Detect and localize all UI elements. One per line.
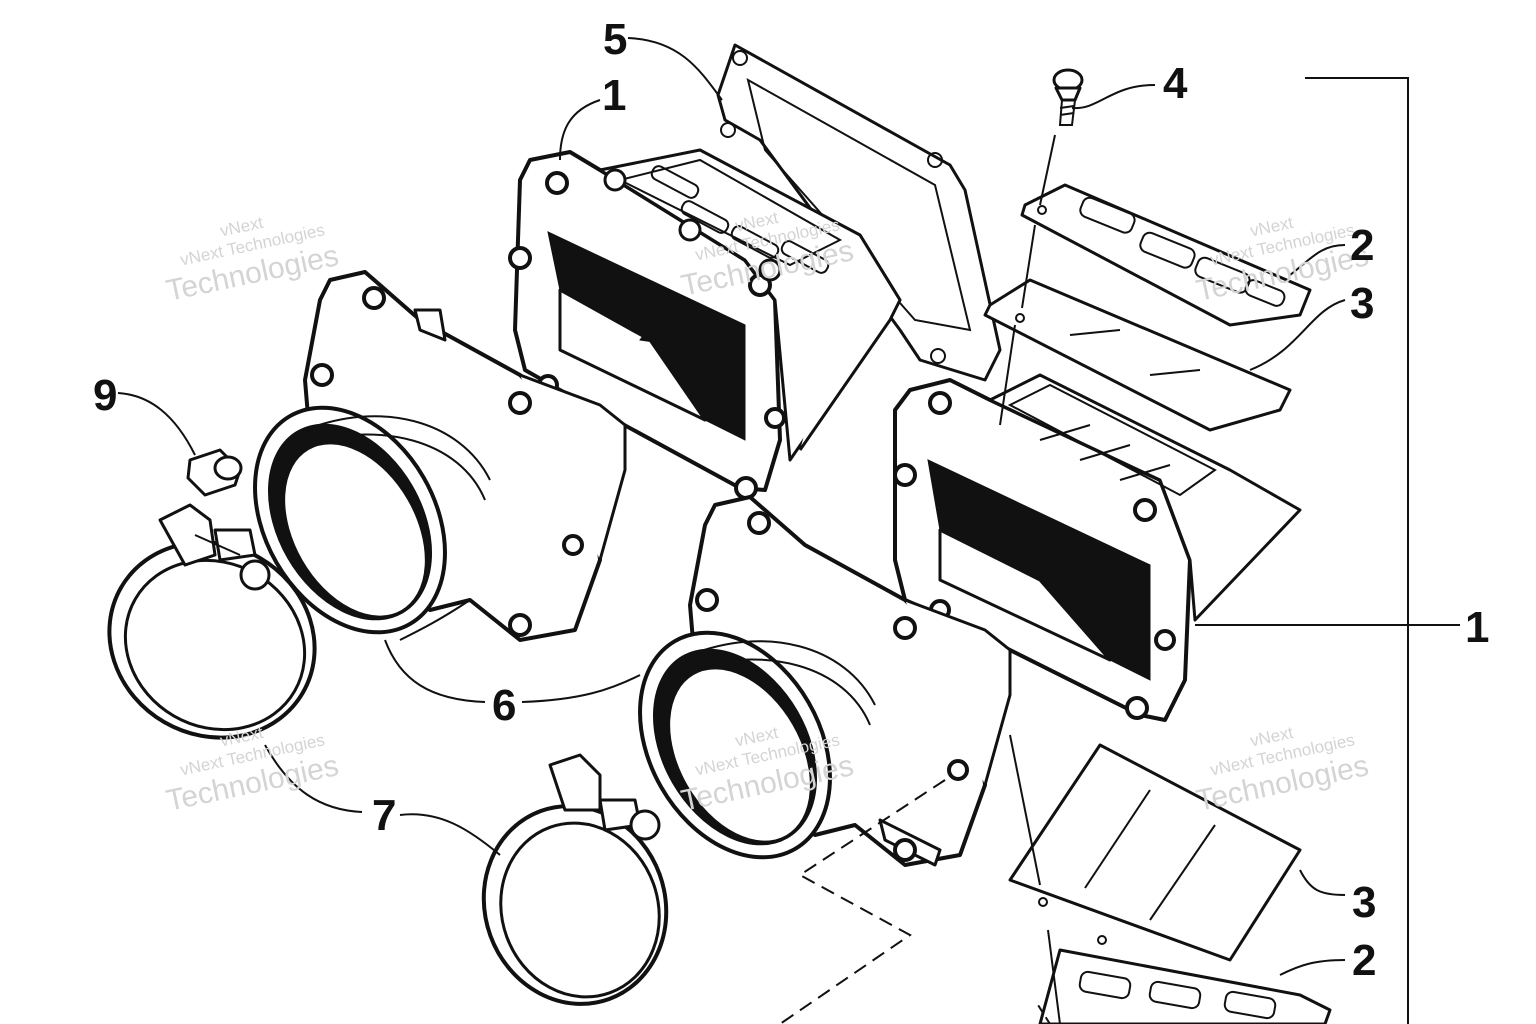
intake-flange-left-part-6 <box>253 270 627 642</box>
reed-block-upper <box>508 148 902 500</box>
screw-part-4 <box>1052 68 1084 126</box>
leader-lines <box>117 37 1460 1024</box>
reed-stopper-upper-part-3 <box>983 278 1292 432</box>
callout-9: 9 <box>93 371 117 420</box>
watermark: vNext vNext Technologies Technologies <box>1193 213 1371 308</box>
callout-5: 5 <box>603 15 627 64</box>
callout-7: 7 <box>372 791 396 840</box>
callout-1-right: 1 <box>1465 603 1489 652</box>
callout-4: 4 <box>1163 59 1188 108</box>
callout-1-top: 1 <box>602 71 626 120</box>
callout-3-top: 3 <box>1350 279 1374 328</box>
intake-flange-lower-part-6 <box>638 495 1012 867</box>
callout-2-top: 2 <box>1350 221 1374 270</box>
watermark: vNext vNext Technologies Technologies <box>163 213 341 308</box>
watermark: vNext vNext Technologies Technologies <box>1193 723 1371 818</box>
callout-3-bottom: 3 <box>1352 878 1376 927</box>
hose-clamp-lower-part-7 <box>481 753 669 1006</box>
gasket-part-5 <box>716 43 1002 382</box>
spacer-part-9 <box>186 448 243 497</box>
reed-stopper-lower-part-3 <box>1008 743 1302 962</box>
watermark-group: vNext vNext Technologies Technologies vN… <box>163 208 1371 818</box>
callout-labels: 5 1 4 2 3 9 1 6 7 3 2 <box>93 15 1489 985</box>
callout-2-bottom: 2 <box>1352 936 1376 985</box>
hose-clamp-left-part-7 <box>107 503 317 740</box>
reed-petal-upper-part-2 <box>1020 183 1312 327</box>
callout-6: 6 <box>492 681 516 730</box>
reed-block-lower <box>893 373 1302 722</box>
reed-petal-lower-part-2 <box>1038 948 1332 1024</box>
